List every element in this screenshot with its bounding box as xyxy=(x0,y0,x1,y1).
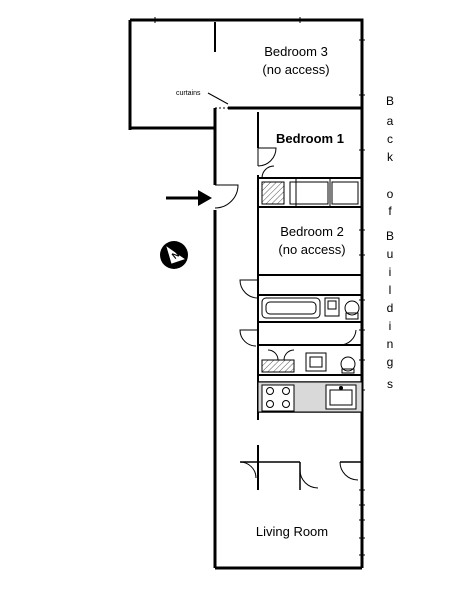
hatched-closet-2 xyxy=(261,359,295,373)
side-label-letter: k xyxy=(387,150,394,164)
walls xyxy=(128,18,364,570)
side-label-letter: g xyxy=(387,355,394,369)
closet-2 xyxy=(289,181,329,205)
window-marks xyxy=(154,17,365,556)
bedroom2-note: (no access) xyxy=(278,242,345,257)
entrance-arrow-icon xyxy=(166,190,212,206)
svg-text:N: N xyxy=(170,249,181,261)
side-label-letter: i xyxy=(389,265,392,279)
north-compass-icon: N xyxy=(160,241,188,269)
side-label-letter: u xyxy=(387,247,394,261)
living-room-name: Living Room xyxy=(256,524,328,539)
bedroom3-note: (no access) xyxy=(262,62,329,77)
side-label-letter: n xyxy=(387,337,394,351)
bathroom-sink xyxy=(324,297,340,317)
side-label-letter: l xyxy=(389,283,392,297)
side-label-letter: c xyxy=(387,132,393,146)
side-label-letter: B xyxy=(386,229,394,243)
side-label-letter: f xyxy=(388,204,392,218)
bedroom3-wall xyxy=(130,18,364,108)
bedroom1-door xyxy=(257,147,277,167)
curtains-line xyxy=(207,92,258,109)
side-label-letter: i xyxy=(389,319,392,333)
side-label-letter: a xyxy=(387,114,394,128)
second-sink xyxy=(305,352,327,372)
entrance-door xyxy=(214,184,239,209)
side-label-letter: d xyxy=(387,301,394,315)
closet-3 xyxy=(331,181,359,205)
toilet xyxy=(344,300,360,316)
bedroom3-name: Bedroom 3 xyxy=(264,44,328,59)
bathroom-door xyxy=(239,279,259,299)
bedroom1-name: Bedroom 1 xyxy=(276,131,344,146)
hatched-closet-1 xyxy=(261,181,285,205)
doors xyxy=(214,147,359,489)
bathtub xyxy=(261,297,321,319)
curtains-label: curtains xyxy=(176,90,201,97)
side-label-letter: o xyxy=(387,187,394,201)
side-label-letter: B xyxy=(386,94,394,108)
second-toilet xyxy=(340,356,356,372)
bedroom2-name: Bedroom 2 xyxy=(280,224,344,239)
fixtures xyxy=(257,178,363,413)
room-labels: Bedroom 3 (no access) curtains Bedroom 1… xyxy=(176,44,346,539)
side-label-letter: s xyxy=(387,377,393,391)
